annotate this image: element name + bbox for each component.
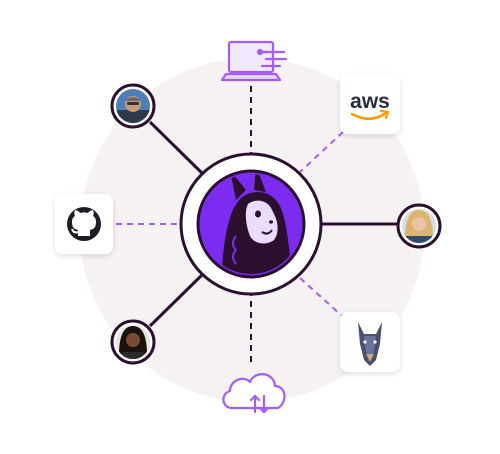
aws-arrow [379, 109, 390, 120]
laptop-base [220, 72, 282, 82]
laptop-icon[interactable] [220, 40, 288, 82]
llama-nostril [269, 220, 273, 224]
llama-mascot-logo [222, 174, 292, 274]
hub [179, 152, 323, 296]
aws-card[interactable]: aws [340, 74, 400, 134]
dashed-connectors [116, 86, 344, 362]
github-card[interactable] [55, 194, 113, 254]
cloud-sync-icon[interactable] [222, 373, 286, 414]
aws-card-bg [340, 74, 400, 134]
snyk-card[interactable] [340, 312, 400, 372]
arrow-down-head [258, 406, 270, 414]
laptop-screen [227, 40, 275, 74]
cloud-shape [222, 373, 286, 410]
github-icon [67, 207, 101, 241]
aws-logo-text: aws [350, 90, 390, 113]
laptop-dot [256, 48, 264, 56]
llama-eye [255, 210, 261, 218]
avatar-right[interactable] [396, 203, 442, 249]
connectors [148, 120, 400, 328]
connector-snyk [299, 277, 343, 317]
connector-aws [299, 131, 344, 173]
avatar-top-left[interactable] [110, 83, 156, 129]
llama-ear-left [230, 174, 246, 200]
aws-smile [350, 111, 388, 121]
avatar-bottom-left[interactable] [110, 319, 156, 365]
connector-avatar-bottom-left [148, 272, 205, 328]
connector-avatar-top-left [148, 120, 207, 178]
doberman-logo [358, 322, 382, 366]
llama-ear-right [254, 174, 266, 192]
llama-fur [232, 235, 238, 265]
llama-mouth [261, 229, 273, 235]
arrow-up-head [249, 394, 261, 402]
